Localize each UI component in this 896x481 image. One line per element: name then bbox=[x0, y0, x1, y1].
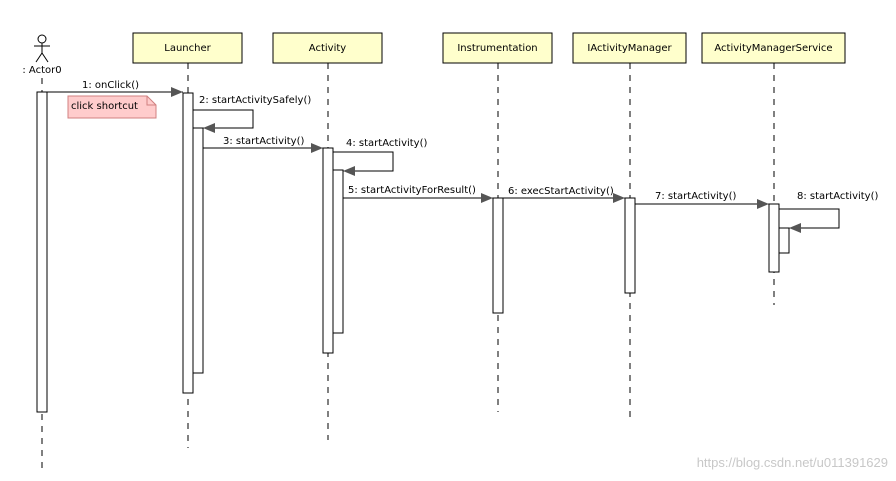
message-4-label: 4: startActivity() bbox=[346, 138, 428, 149]
message-3-label: 3: startActivity() bbox=[223, 136, 305, 147]
lifeline-label-iactivitymanager: IActivityManager bbox=[587, 43, 672, 54]
message-2-arrow bbox=[193, 109, 254, 133]
message-2-label: 2: startActivitySafely() bbox=[199, 95, 311, 106]
message-4-arrow bbox=[333, 151, 394, 176]
note-click-shortcut: click shortcut bbox=[67, 95, 157, 119]
lifeline-label-ams: ActivityManagerService bbox=[714, 43, 832, 54]
message-8-arrow bbox=[779, 208, 840, 233]
lifeline-dashes bbox=[41, 63, 775, 468]
activation-ams bbox=[768, 203, 780, 273]
lifeline-instrumentation: Instrumentation bbox=[442, 32, 553, 64]
message-5-label: 5: startActivityForResult() bbox=[348, 185, 476, 196]
lifeline-label-activity: Activity bbox=[309, 43, 346, 54]
watermark-text: https://blog.csdn.net/u011391629 bbox=[697, 455, 888, 470]
message-8-label: 8: startActivity() bbox=[797, 191, 879, 202]
activation-iactivitymanager bbox=[624, 197, 636, 294]
lifeline-label-instrumentation: Instrumentation bbox=[457, 43, 537, 54]
activation-instrumentation bbox=[492, 197, 504, 314]
lifeline-launcher: Launcher bbox=[132, 32, 243, 64]
activation-launcher bbox=[182, 92, 194, 394]
lifeline-label-launcher: Launcher bbox=[164, 43, 211, 54]
message-1-label: 1: onClick() bbox=[82, 80, 139, 91]
activation-actor bbox=[36, 91, 48, 413]
lifeline-activity: Activity bbox=[272, 32, 383, 64]
message-6-label: 6: execStartActivity() bbox=[508, 186, 614, 197]
message-7-label: 7: startActivity() bbox=[655, 191, 737, 202]
actor-figure bbox=[34, 34, 50, 63]
lifeline-iactivitymanager: IActivityManager bbox=[572, 32, 687, 64]
activation-launcher-nested bbox=[192, 127, 204, 374]
lifeline-ams: ActivityManagerService bbox=[701, 32, 846, 64]
actor-label: : Actor0 bbox=[22, 65, 61, 76]
note-text: click shortcut bbox=[71, 101, 138, 112]
activation-activity bbox=[322, 147, 334, 354]
activation-ams-nested bbox=[778, 227, 790, 254]
activation-activity-nested bbox=[332, 169, 344, 334]
